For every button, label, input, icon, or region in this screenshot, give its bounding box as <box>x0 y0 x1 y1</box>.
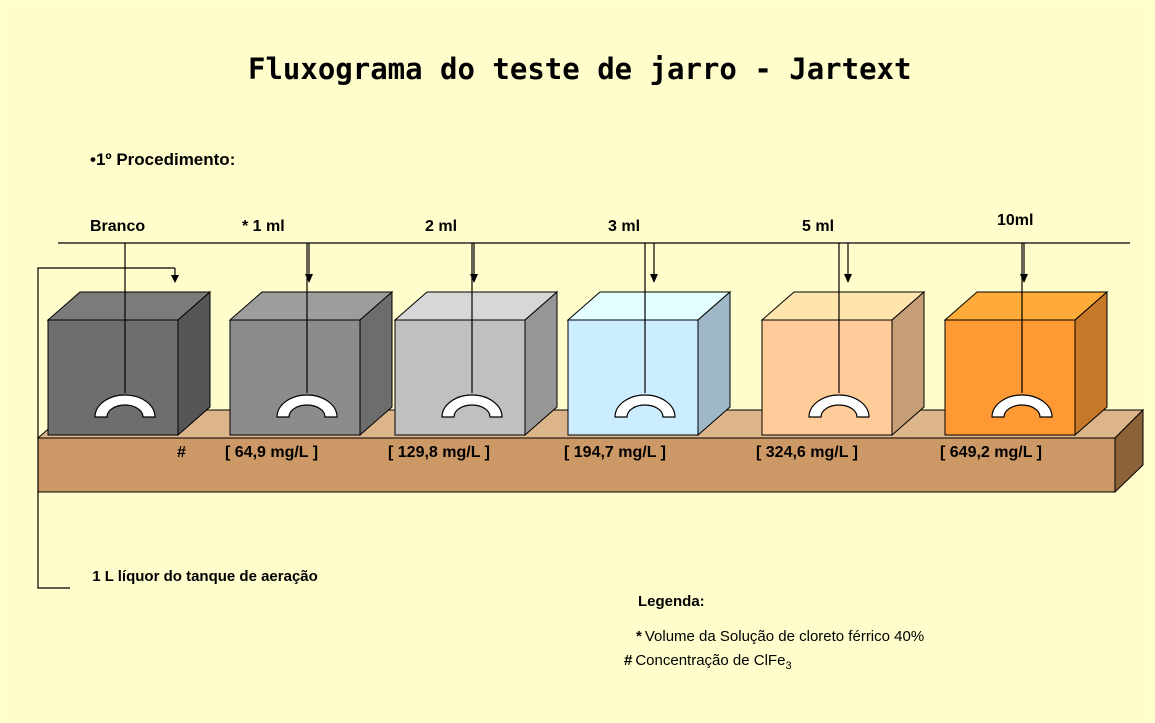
stirrer-paddle-2 <box>441 394 503 418</box>
jar-front-2 <box>394 319 526 436</box>
legend-text: Volume da Solução de cloreto férrico 40% <box>644 628 925 645</box>
dose-arrow-head-5 <box>1020 274 1028 283</box>
procedure-heading: •1º Procedimento: <box>90 150 236 169</box>
jar-dose-label-4: 5 ml <box>802 218 835 235</box>
legend-item-volume: *Volume da Solução de cloreto férrico 40… <box>636 628 924 645</box>
legend-subscript: 3 <box>785 660 792 672</box>
jar-dose-label-5: 10ml <box>997 212 1034 229</box>
legend-item-concentration: #Concentração de ClFe3 <box>624 652 792 672</box>
legend-text: Concentração de ClFe <box>635 652 786 669</box>
dose-arrow-head-3 <box>650 274 658 283</box>
source-label: 1 L líquor do tanque de aeração <box>92 568 318 585</box>
jar-front-1 <box>229 319 361 436</box>
jar-concentration-5: [ 649,2 mg/L ] <box>940 444 1042 461</box>
page-title: Fluxograma do teste de jarro - Jartext <box>248 52 912 86</box>
legend-symbol: * <box>636 628 642 645</box>
jar-dose-label-2: 2 ml <box>425 218 458 235</box>
jar-dose-label-0: Branco <box>90 218 146 235</box>
jar-front-0 <box>47 319 179 436</box>
jar-concentration-3: [ 194,7 mg/L ] <box>564 444 666 461</box>
jar-concentration-1: [ 64,9 mg/L ] <box>225 444 319 461</box>
jar-concentration-4: [ 324,6 mg/L ] <box>756 444 858 461</box>
legend-symbol: # <box>624 652 633 669</box>
legend-title: Legenda: <box>638 593 705 610</box>
dose-arrow-head-4 <box>844 274 852 283</box>
jar-front-3 <box>567 319 699 436</box>
jar-dose-label-1: * 1 ml <box>242 218 285 235</box>
jar-concentration-0: # <box>177 444 186 461</box>
dose-arrow-head-1 <box>305 274 313 283</box>
stirrer-paddle-0 <box>94 394 156 418</box>
jar-front-5 <box>944 319 1076 436</box>
jar-dose-label-3: 3 ml <box>608 218 641 235</box>
stirrer-paddle-5 <box>991 394 1053 418</box>
source-line <box>37 267 175 589</box>
source-arrow <box>171 275 179 283</box>
dose-arrow-head-2 <box>470 274 478 283</box>
stirrer-paddle-4 <box>808 394 870 418</box>
jar-concentration-2: [ 129,8 mg/L ] <box>388 444 490 461</box>
stirrer-paddle-1 <box>276 394 338 418</box>
jar-front-4 <box>761 319 893 436</box>
stirrer-paddle-3 <box>614 394 676 418</box>
